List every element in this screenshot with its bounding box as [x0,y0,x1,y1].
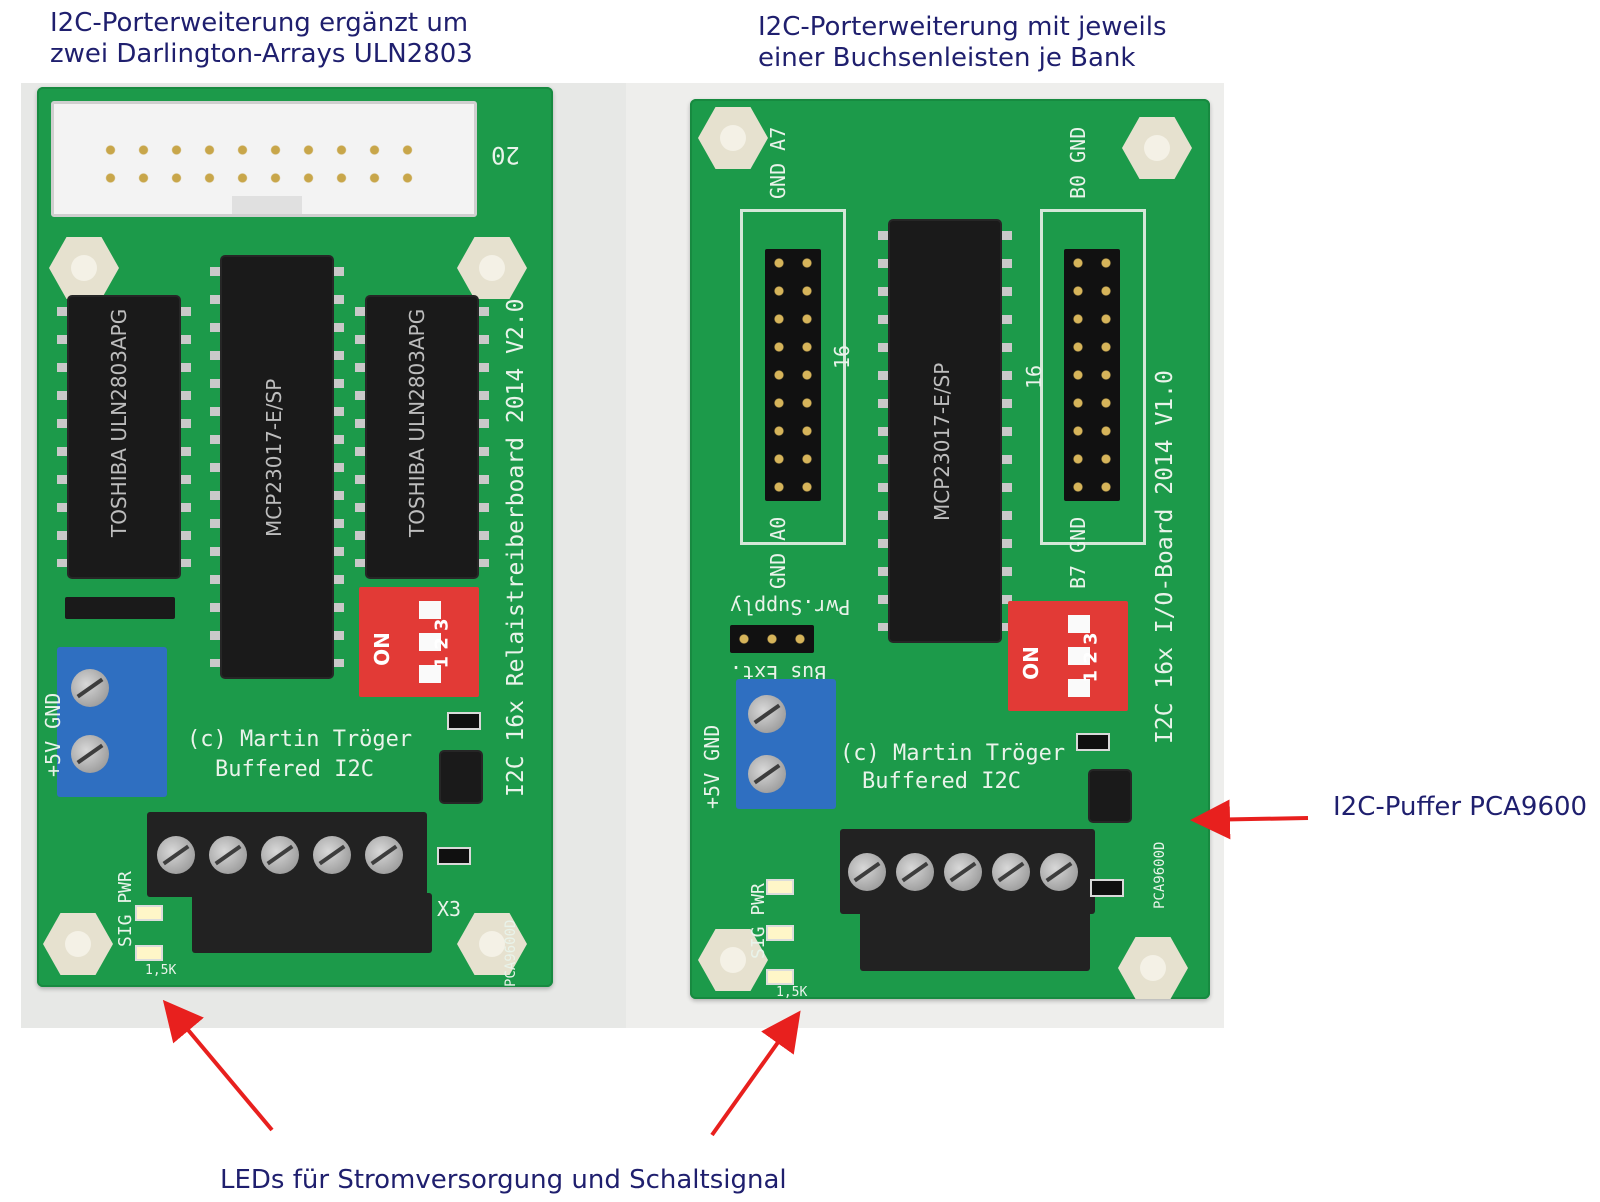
dip-switch: ON 1 2 3 [359,587,479,697]
dip-switch: ON 1 2 3 [1008,601,1128,711]
power-terminal [57,647,167,797]
bank-b-outline [1040,209,1146,545]
chip-pins [355,307,365,567]
bank-a-outline [740,209,846,545]
jumper [65,597,175,619]
terminal-screw [261,836,299,874]
x3-label: X3 [437,897,462,921]
led-extra [766,969,794,985]
caption-leds: LEDs für Stromversorgung und Schaltsigna… [220,1165,787,1195]
caption-right-line-1: I2C-Porterweiterung mit jeweils [758,12,1167,42]
dip-lever-3 [419,665,441,683]
terminal-screw [896,853,934,891]
uln2803-left-chip: TOSHIBA ULN2803APG [57,297,191,577]
photo-relay-driver-board: 20 TOSHIBA ULN2803APG MCP23017-E/SP TOSH… [21,83,626,1028]
terminal-screw [848,853,886,891]
chip-pins [479,307,489,567]
terminal-screw [748,695,786,733]
mcp23017-chip: MCP23017-E/SP [878,221,1012,641]
power-terminal [736,679,836,809]
pcb-left: 20 TOSHIBA ULN2803APG MCP23017-E/SP TOSH… [37,87,553,987]
terminal-screw [1040,853,1078,891]
i2c-terminal-top [147,812,427,897]
resistor-label: 1,5K [145,963,177,978]
arrow-to-left-leds [162,999,274,1132]
led-pwr [766,879,794,895]
chip-pins [181,307,191,567]
terminal-screw [992,853,1030,891]
bank-b-header [1064,249,1120,501]
copyright-label: (c) Martin Tröger [840,741,1066,766]
connector-pins [94,136,424,186]
chip-pins [1002,231,1012,631]
smd-resistor [437,847,471,865]
smd-resistor [447,712,481,730]
led-pwr [135,905,163,921]
copyright-label: (c) Martin Tröger [187,727,413,752]
pwr-supply-header [730,625,814,653]
ribbon-connector [51,101,477,217]
mcp23017-chip: MCP23017-E/SP [210,257,344,677]
caption-buffer: I2C-Puffer PCA9600 [1333,792,1588,822]
smd-resistor [1090,879,1124,897]
dip-lever-1 [1068,615,1090,633]
caption-left-board: I2C-Porterweiterung ergänzt um zwei Darl… [50,8,473,70]
uln2803-right-chip: TOSHIBA ULN2803APG [355,297,489,577]
terminal-screw [944,853,982,891]
caption-right-board: I2C-Porterweiterung mit jeweils einer Bu… [758,12,1167,74]
dip-lever-1 [419,601,441,619]
led-sig [135,945,163,961]
pcb-right: GND A7 GND A0 B0 GND B7 GND 16 16 MCP230… [690,99,1210,1000]
pca9600-chip [441,752,481,802]
chip-pins [878,231,888,631]
i2c-terminal-bottom [192,893,432,953]
terminal-screw [365,836,403,874]
caption-right-line-2: einer Buchsenleisten je Bank [758,43,1136,73]
caption-left-line-2: zwei Darlington-Arrays ULN2803 [50,39,473,69]
terminal-screw [71,669,109,707]
buffered-label: Buffered I2C [215,757,374,782]
terminal-screw [748,755,786,793]
buffered-label: Buffered I2C [862,769,1021,794]
chip-pins [334,267,344,667]
pca9600-chip [1090,771,1130,821]
arrow-to-right-leds [710,1010,801,1137]
terminal-screw [209,836,247,874]
smd-resistor [1076,733,1110,751]
connector-key [232,196,302,214]
led-sig [766,925,794,941]
standoff-bottom-left [698,929,768,991]
chip-pins [57,307,67,567]
resistor-label: 1,5K [776,985,808,1000]
i2c-terminal-bottom [860,911,1090,971]
i2c-terminal-top [840,829,1095,914]
dip-lever-2 [419,633,441,651]
terminal-screw [71,735,109,773]
bank-a-header [765,249,821,501]
photo-io-board: GND A7 GND A0 B0 GND B7 GND 16 16 MCP230… [626,83,1224,1028]
arrow-to-buffer [1190,799,1309,840]
caption-left-line-1: I2C-Porterweiterung ergänzt um [50,8,469,38]
terminal-screw [157,836,195,874]
chip-pins [210,267,220,667]
terminal-screw [313,836,351,874]
standoff-top-left [698,107,768,169]
dip-lever-2 [1068,647,1090,665]
dip-lever-3 [1068,679,1090,697]
